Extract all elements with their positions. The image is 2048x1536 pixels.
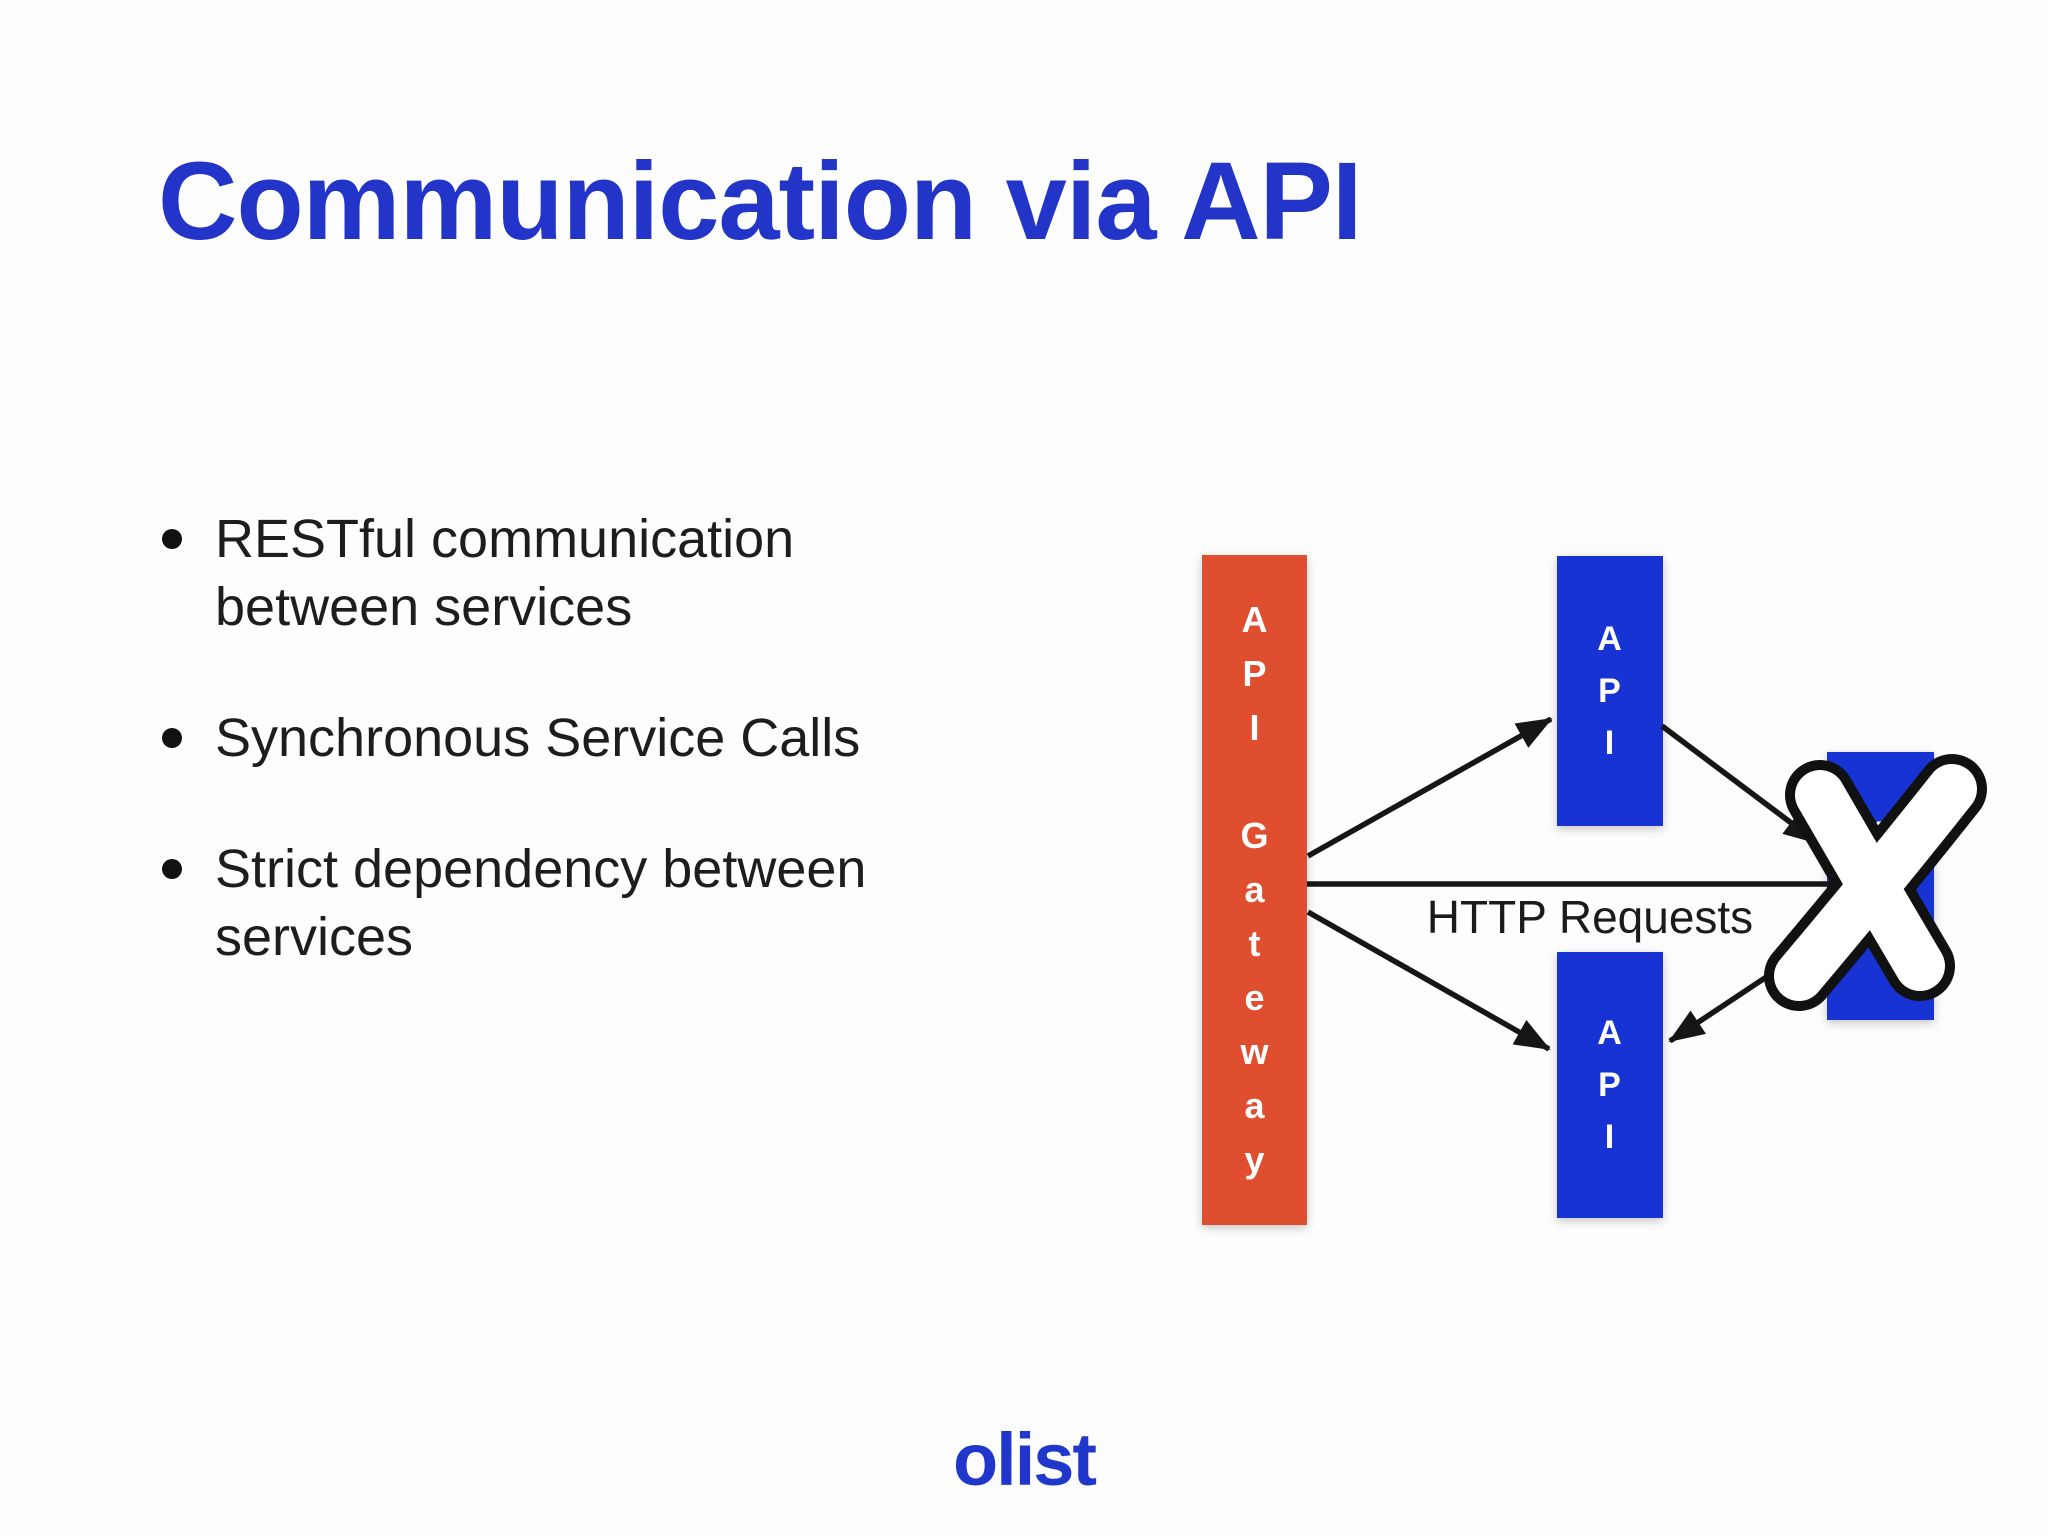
api-box-top: A P I <box>1557 556 1663 826</box>
bullet-strict-dependency: Strict dependency between services <box>162 835 982 971</box>
api-box-right-crossed: A P I <box>1827 752 1934 1020</box>
api-gateway-box: A P I G a t e w a y <box>1202 555 1307 1225</box>
bullet-restful: RESTful communication between services <box>162 505 982 641</box>
api-box-bottom-label: A P I <box>1597 1014 1623 1156</box>
http-requests-label: HTTP Requests <box>1426 891 1754 943</box>
bullet-synchronous: Synchronous Service Calls <box>162 704 982 772</box>
slide-title: Communication via API <box>158 140 1362 263</box>
bullet-list: RESTful communication between services S… <box>162 505 982 1034</box>
arrow-top-api-to-right-api <box>1660 723 1820 846</box>
api-gateway-label: A P I G a t e w a y <box>1240 599 1269 1180</box>
api-box-bottom: A P I <box>1557 952 1663 1218</box>
olist-logo: olist <box>952 1418 1097 1501</box>
arrow-right-api-to-bottom-api <box>1668 949 1806 1044</box>
api-box-top-label: A P I <box>1597 620 1623 762</box>
api-box-right-label: A P I <box>1867 815 1894 957</box>
arrow-gateway-to-top-api <box>1306 716 1553 859</box>
